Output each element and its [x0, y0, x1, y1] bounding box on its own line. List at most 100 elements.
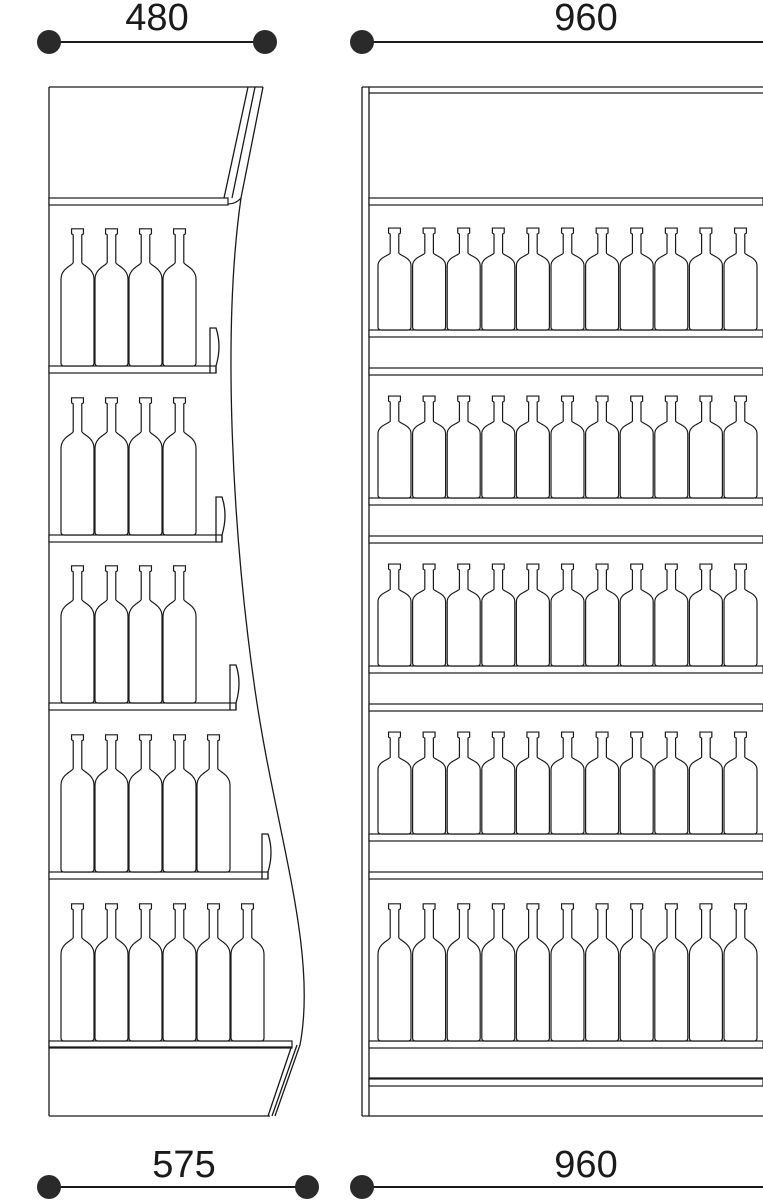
side-bottle	[128, 228, 163, 367]
front-bottle	[688, 227, 723, 331]
side-bottle	[94, 734, 129, 873]
dimension-bottom-left: 575	[37, 1144, 319, 1199]
side-bottle	[94, 397, 129, 536]
front-bottle	[688, 731, 723, 835]
front-shelf	[368, 329, 763, 338]
side-bottle	[196, 734, 231, 873]
side-view-cabinet	[48, 86, 305, 1117]
side-bottle	[162, 228, 197, 367]
front-bottle	[481, 563, 516, 667]
canopy-lip	[227, 86, 264, 205]
side-bottle	[162, 565, 197, 704]
dimension-endpoint	[350, 30, 374, 54]
front-shelf	[368, 497, 763, 506]
side-price-rail	[261, 833, 272, 879]
front-bottle	[515, 227, 550, 331]
front-bottle	[412, 227, 447, 331]
side-bottle	[196, 903, 231, 1042]
side-bottle	[128, 397, 163, 536]
front-bottle	[550, 563, 585, 667]
side-price-rail	[215, 496, 226, 542]
side-bottle	[94, 903, 129, 1042]
dimension-top-right: 960	[350, 0, 763, 54]
front-bottle	[446, 563, 481, 667]
side-bottle	[128, 903, 163, 1042]
side-bottle	[162, 903, 197, 1042]
front-bottle	[377, 227, 412, 331]
side-bottle	[162, 734, 197, 873]
side-curved-front	[230, 197, 305, 1117]
front-bottle	[723, 395, 758, 499]
front-bottle	[446, 903, 481, 1042]
front-bottle	[723, 903, 758, 1042]
side-bottle	[60, 734, 95, 873]
dimension-endpoint	[37, 30, 61, 54]
dimension-label-top-right: 960	[554, 0, 617, 39]
dimension-label-top-left: 480	[125, 0, 188, 39]
front-bottle	[446, 395, 481, 499]
side-bottle	[94, 565, 129, 704]
front-bottle	[619, 395, 654, 499]
front-bottle	[585, 731, 620, 835]
front-bottle	[446, 227, 481, 331]
canopy-front-edge-inner	[231, 86, 256, 199]
front-bottle	[377, 563, 412, 667]
front-bottle	[688, 395, 723, 499]
front-bottle	[550, 731, 585, 835]
side-bottle	[128, 565, 163, 704]
front-bottle	[619, 227, 654, 331]
dimension-endpoint	[350, 1175, 374, 1199]
front-bottle	[654, 395, 689, 499]
side-bottle	[60, 903, 95, 1042]
front-bottle	[515, 563, 550, 667]
base-front-edge	[267, 1044, 293, 1117]
front-shelf-rail	[368, 1078, 763, 1087]
dimension-bottom-right: 960	[350, 1144, 763, 1199]
front-bottle	[619, 731, 654, 835]
front-view-cabinet	[361, 86, 763, 1117]
front-bottle	[515, 395, 550, 499]
side-bottle	[128, 734, 163, 873]
front-bottle	[481, 395, 516, 499]
front-bottle	[550, 903, 585, 1042]
side-bottle	[94, 228, 129, 367]
front-bottle	[585, 903, 620, 1042]
side-shelf	[48, 197, 229, 206]
front-bottle	[654, 731, 689, 835]
dimension-label-bottom-left: 575	[152, 1144, 215, 1186]
front-bottle	[377, 395, 412, 499]
front-shelf-rail	[368, 367, 763, 376]
front-shelf	[368, 665, 763, 674]
front-bottle	[585, 227, 620, 331]
front-bottle	[412, 395, 447, 499]
side-bottle	[60, 228, 95, 367]
dimension-endpoint	[295, 1175, 319, 1199]
side-bottle	[230, 903, 265, 1042]
front-shelf	[368, 1040, 763, 1049]
dimension-label-bottom-right: 960	[554, 1144, 617, 1186]
front-bottle	[515, 731, 550, 835]
side-shelf	[48, 871, 269, 880]
front-bottle	[654, 563, 689, 667]
front-bottle	[723, 563, 758, 667]
front-bottle	[723, 731, 758, 835]
front-canopy-shelf	[368, 197, 763, 206]
front-bottle	[585, 563, 620, 667]
front-bottle	[619, 563, 654, 667]
front-shelf-rail	[368, 703, 763, 712]
dimension-endpoint	[37, 1175, 61, 1199]
side-bottle	[60, 397, 95, 536]
front-bottle	[688, 903, 723, 1042]
front-bottle	[585, 395, 620, 499]
front-bottle	[688, 563, 723, 667]
base-front-edge-inner	[271, 1044, 298, 1117]
dimension-top-left: 480	[37, 0, 277, 54]
side-bottle	[162, 397, 197, 536]
front-bottle	[654, 227, 689, 331]
side-bottle	[60, 565, 95, 704]
front-shelf	[368, 833, 763, 842]
front-bottle	[515, 903, 550, 1042]
side-shelf	[48, 534, 223, 543]
front-bottle	[377, 731, 412, 835]
